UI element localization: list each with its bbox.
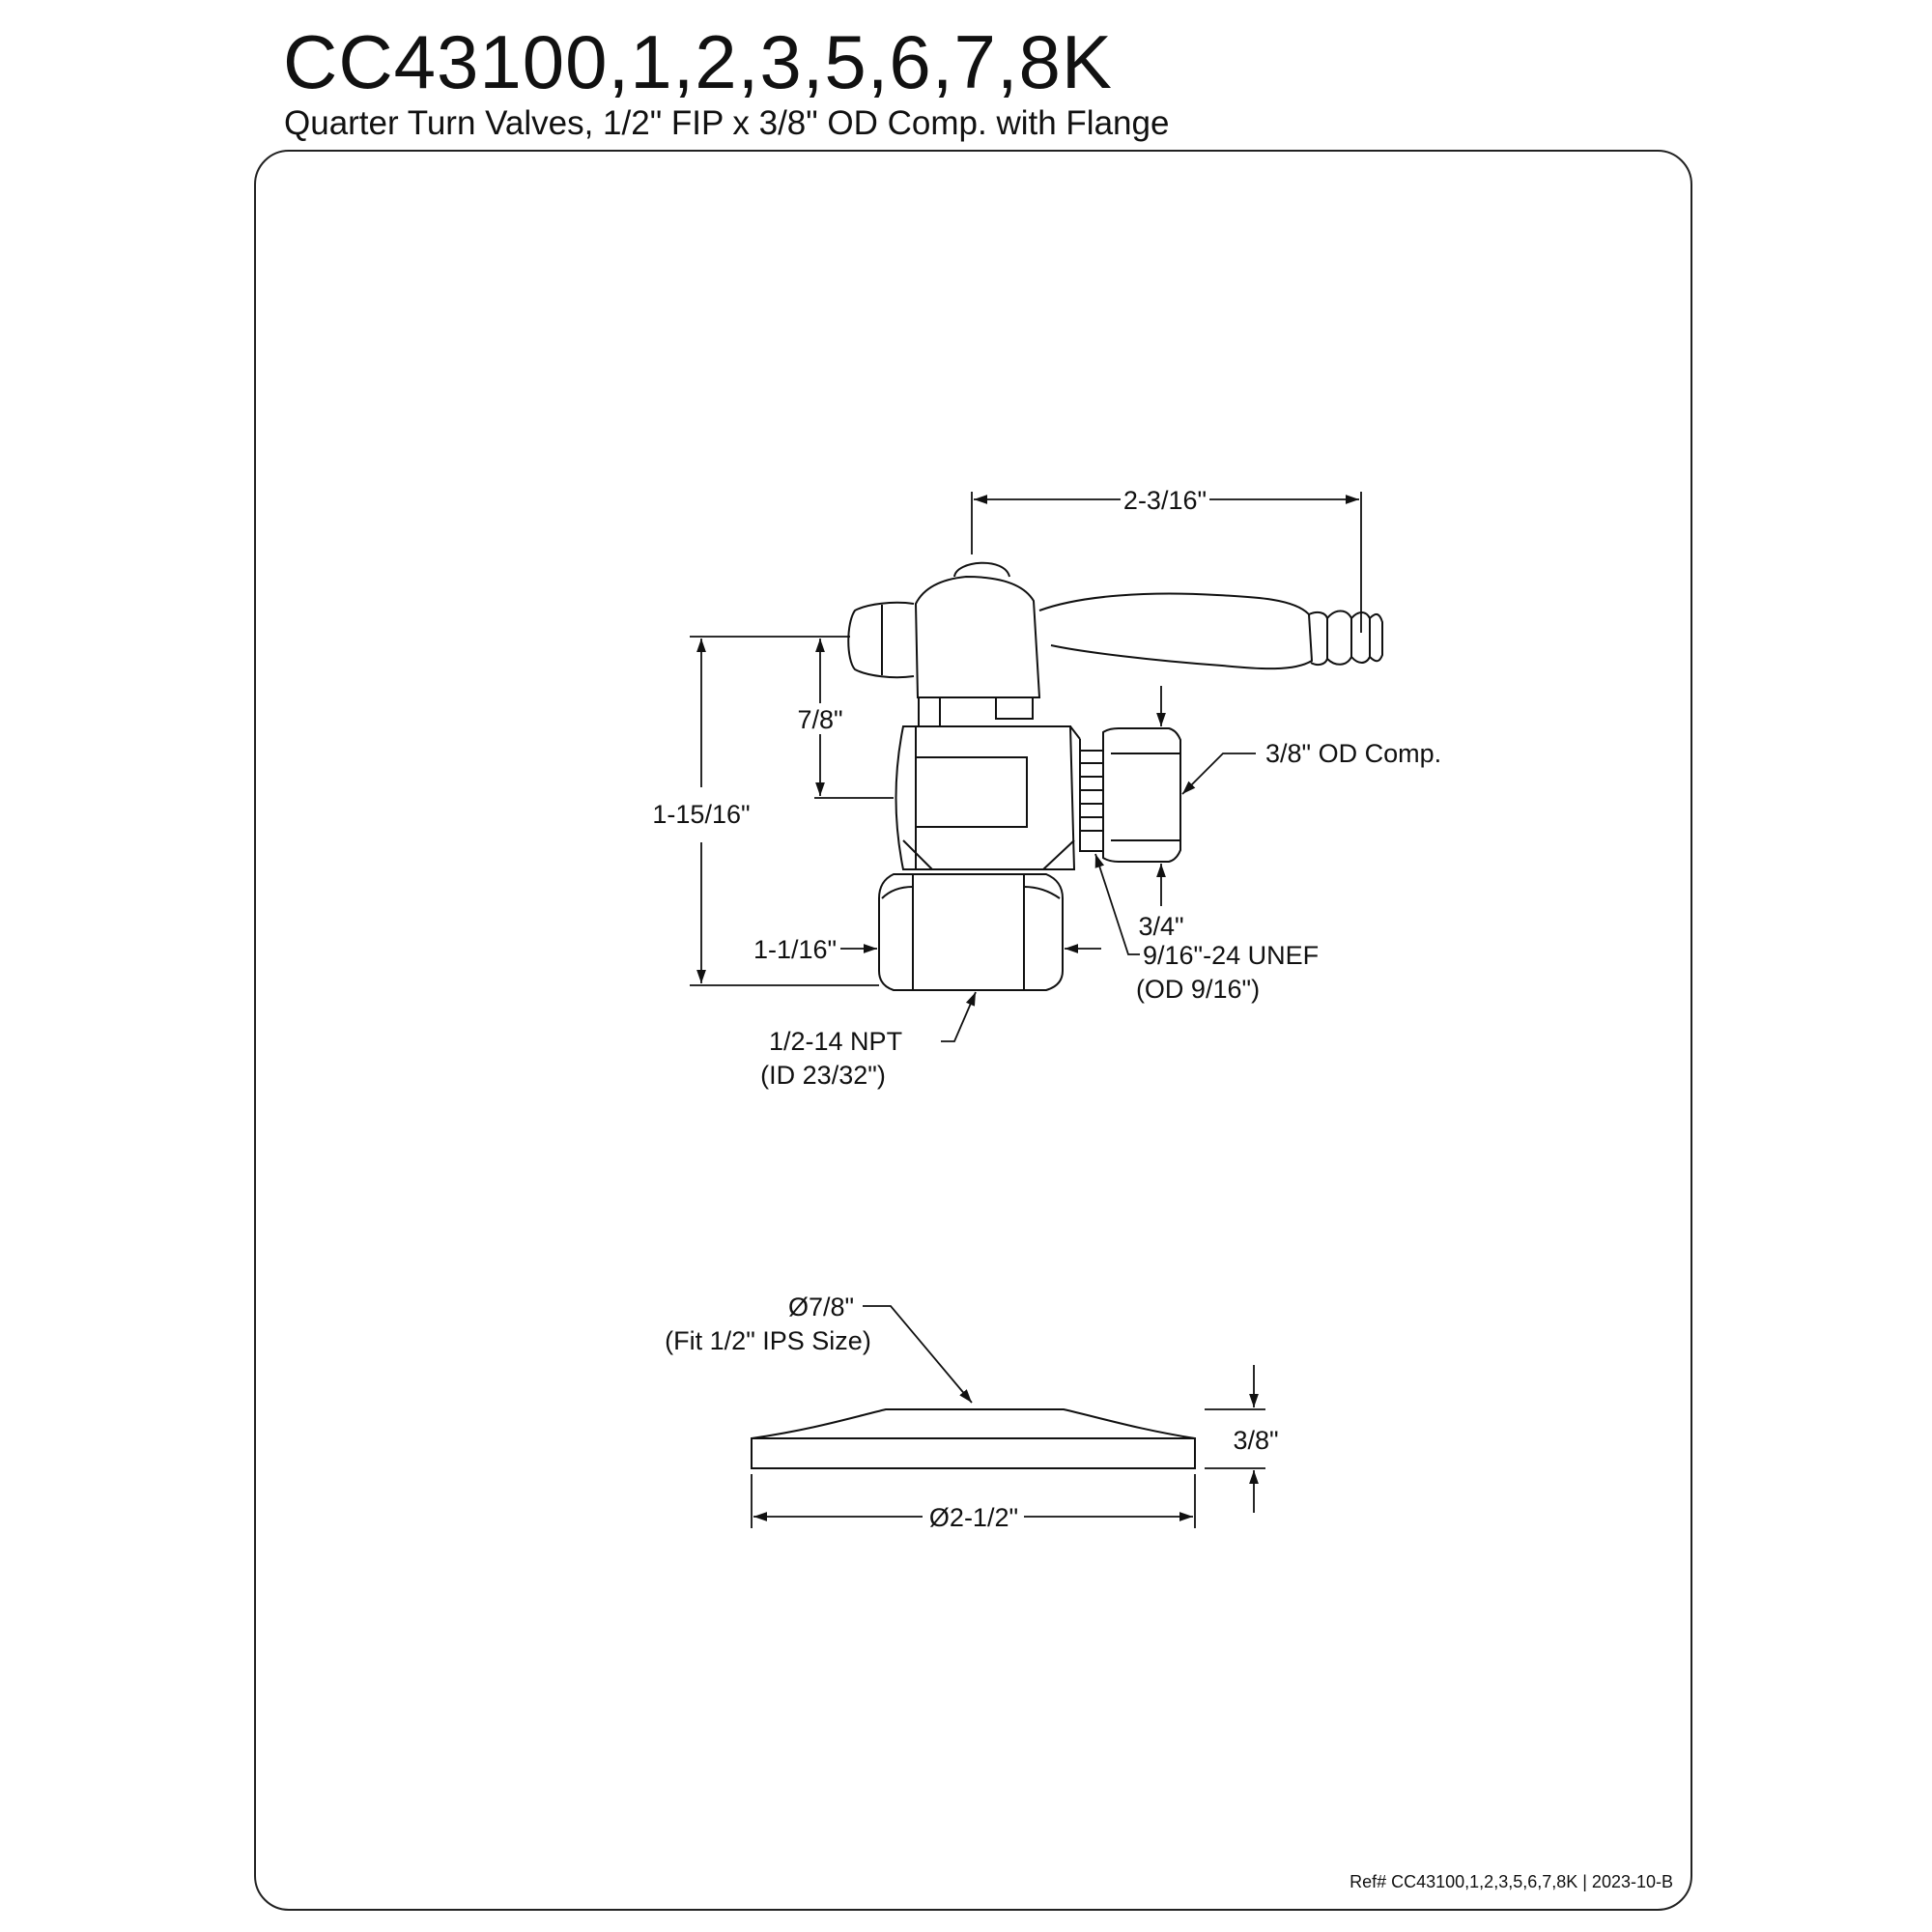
drawing-frame — [254, 150, 1692, 1911]
inlet-label-2: (ID 23/32") — [760, 1061, 886, 1090]
bore-leader — [863, 1305, 973, 1404]
thread-label-2: (OD 9/16") — [1136, 975, 1260, 1004]
outlet-thread — [1079, 750, 1104, 852]
hex-label: 1-1/16" — [753, 935, 837, 964]
flange-dimension-lines — [751, 1305, 1265, 1528]
outlet-leader — [1181, 753, 1256, 795]
inlet-hex-nut — [878, 873, 1064, 991]
valve-labels: 2-3/16" 7/8" 1-15/16" 3/8" OD Comp. 3/4"… — [652, 486, 1441, 1090]
handle-cap — [953, 561, 1010, 578]
hub-label: 7/8" — [797, 705, 842, 734]
reference-footer: Ref# CC43100,1,2,3,5,6,7,8K | 2023-10-B — [1350, 1872, 1673, 1891]
nut-label: 3/4" — [1138, 912, 1183, 941]
valve-dimension-lines — [690, 492, 1362, 1042]
valve-body — [895, 725, 1081, 870]
drawing-subtitle: Quarter Turn Valves, 1/2" FIP x 3/8" OD … — [284, 104, 1170, 142]
flange-labels: Ø7/8" (Fit 1/2" IPS Size) 3/8" Ø2-1/2" — [665, 1293, 1278, 1532]
flange-diameter-label: Ø2-1/2" — [929, 1503, 1018, 1532]
valve-stem — [918, 696, 1034, 727]
flange-base — [751, 1437, 1196, 1469]
inlet-label-1: 1/2-14 NPT — [769, 1027, 902, 1056]
outlet-label: 3/8" OD Comp. — [1265, 739, 1441, 768]
inlet-leader — [941, 991, 977, 1042]
compression-nut — [1102, 727, 1181, 863]
handle-hub — [914, 575, 1041, 698]
flange-height-label: 3/8" — [1233, 1426, 1278, 1455]
handle-knob — [847, 601, 915, 679]
bore-label-1: Ø7/8" — [788, 1293, 854, 1321]
height-label: 1-15/16" — [652, 800, 750, 829]
thread-label-1: 9/16"-24 UNEF — [1143, 941, 1319, 970]
flange-drawing — [751, 1408, 1196, 1469]
flange-dome — [751, 1408, 1196, 1439]
drawing-title: CC43100,1,2,3,5,6,7,8K — [283, 19, 1113, 104]
thread-leader — [1094, 853, 1140, 955]
width-label: 2-3/16" — [1123, 486, 1207, 515]
bore-label-2: (Fit 1/2" IPS Size) — [665, 1326, 871, 1355]
valve-drawing — [847, 561, 1383, 991]
handle-lever — [1038, 592, 1383, 670]
